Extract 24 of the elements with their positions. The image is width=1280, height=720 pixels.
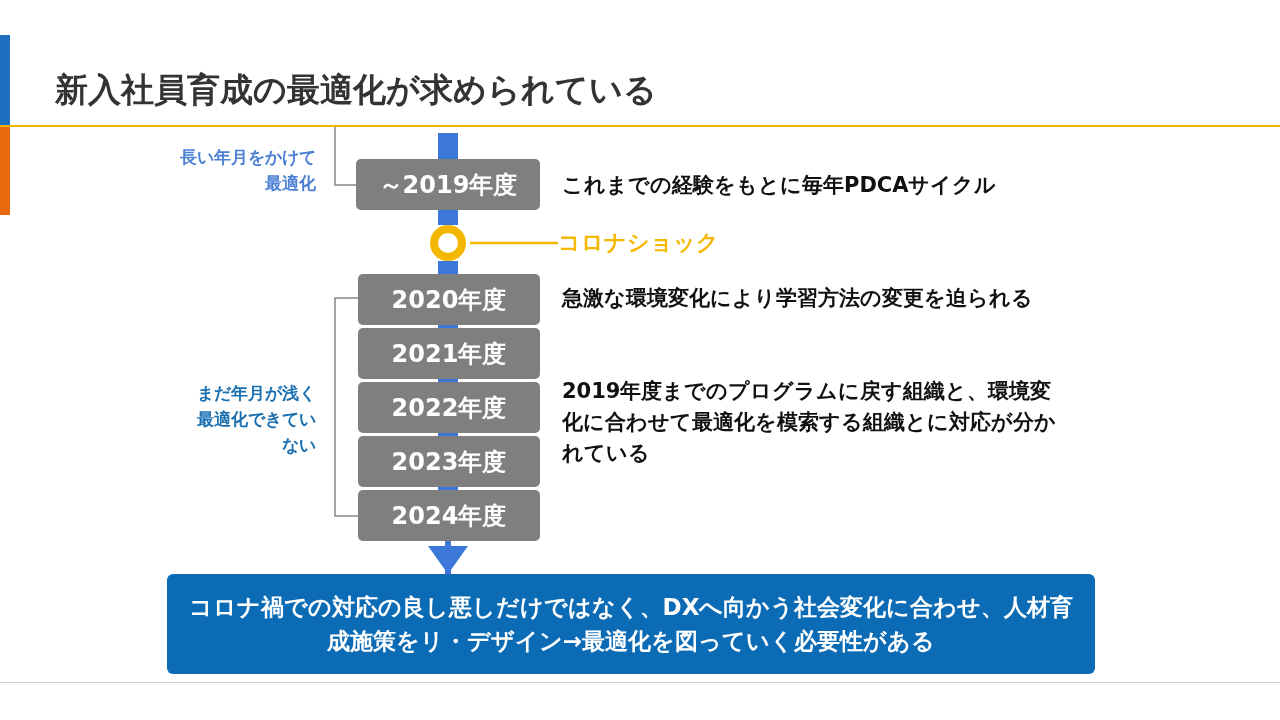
timeline-bar: [438, 133, 458, 159]
timeline-bar: [438, 487, 458, 490]
side-note: まだ年月が浅く最適化できていない: [196, 382, 316, 457]
timeline-bar: [438, 261, 458, 274]
description-text: これまでの経験をもとに毎年PDCAサイクル: [562, 172, 997, 199]
leader-line: [470, 241, 558, 245]
timeline-bar: [438, 379, 458, 382]
year-box: 2021年度: [358, 328, 540, 379]
side-note: 長い年月をかけて最適化: [179, 146, 316, 195]
year-box: 2020年度: [358, 274, 540, 325]
timeline-bar: [438, 433, 458, 436]
slide-title: 新入社員育成の最適化が求められている: [55, 69, 657, 111]
event-marker: [430, 225, 466, 261]
description-text: 2019年度までのプログラムに戻す組織と、環境変化に合わせて最適化を模索する組織とに対応が分かれている: [562, 378, 1057, 467]
description-text: 急激な環境変化により学習方法の変更を迫られる: [562, 285, 1033, 312]
timeline-arrow: [428, 541, 468, 574]
year-box: 2023年度: [358, 436, 540, 487]
timeline-bar: [438, 210, 458, 225]
year-box: 2024年度: [358, 490, 540, 541]
event-label: コロナショック: [558, 228, 719, 258]
year-box: 2022年度: [358, 382, 540, 433]
year-box: ～2019年度: [356, 159, 540, 210]
timeline-bar: [438, 325, 458, 328]
conclusion-banner: コロナ禍での対応の良し悪しだけではなく、DXへ向かう社会変化に合わせ、人材育成施策をリ・デザイン→最適化を図っていく必要性がある: [167, 574, 1095, 674]
